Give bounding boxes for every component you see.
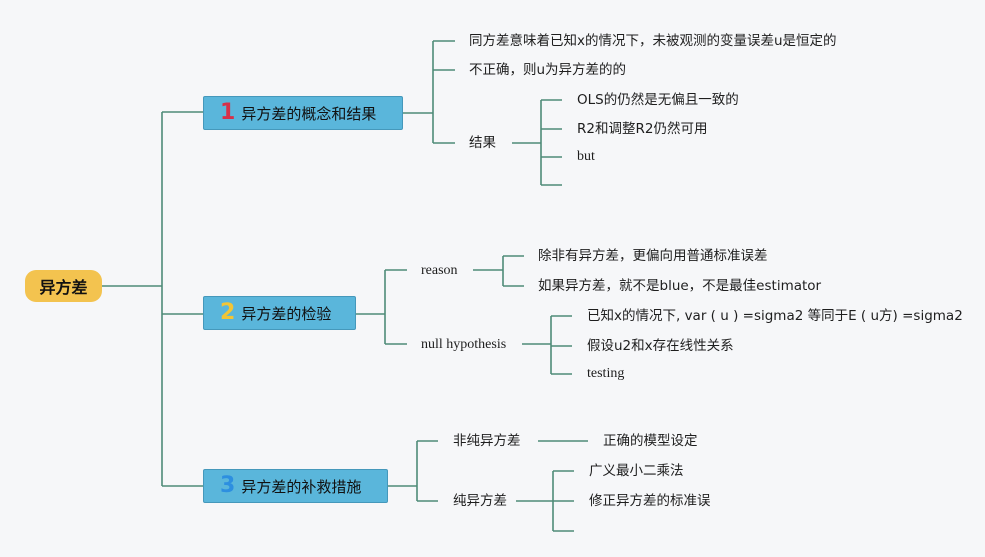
node-null-hypothesis[interactable]: null hypothesis [421,337,507,352]
node-reason[interactable]: reason [421,263,458,278]
topic-node-remedy[interactable]: 3 异方差的补救措施 [203,469,388,503]
node-reason-standard-error[interactable]: 除非有异方差，更偏向用普通标准误差 [538,248,768,264]
node-pure-heteroscedasticity[interactable]: 纯异方差 [453,493,507,509]
root-label: 异方差 [39,278,88,297]
node-impure-heteroscedasticity[interactable]: 非纯异方差 [453,433,521,449]
node-but[interactable]: but [577,149,595,164]
topic-node-test[interactable]: 2 异方差的检验 [203,296,356,330]
node-homoscedasticity-definition[interactable]: 同方差意味着已知x的情况下，未被观测的变量误差u是恒定的 [469,33,837,49]
topic-label: 异方差的补救措施 [241,477,362,496]
topic-node-concept[interactable]: 1 异方差的概念和结果 [203,96,403,130]
node-correct-model-spec[interactable]: 正确的模型设定 [603,433,698,449]
topic-label: 异方差的概念和结果 [241,104,377,123]
node-u2-linear-x[interactable]: 假设u2和x存在线性关系 [587,338,734,354]
node-robust-standard-error[interactable]: 修正异方差的标准误 [589,493,711,509]
node-ols-unbiased[interactable]: OLS的仍然是无偏且一致的 [577,92,739,108]
topic-label: 异方差的检验 [241,304,332,323]
topic-number-1: 1 [220,100,236,125]
node-heteroscedasticity-definition[interactable]: 不正确，则u为异方差的的 [469,62,627,78]
root-node[interactable]: 异方差 [25,270,102,302]
topic-number-3: 3 [220,473,236,498]
node-gls[interactable]: 广义最小二乘法 [589,463,684,479]
node-var-u-sigma2[interactable]: 已知x的情况下, var ( u ) =sigma2 等同于E ( u方) =s… [587,308,963,324]
node-reason-not-blue[interactable]: 如果异方差，就不是blue，不是最佳estimator [538,278,822,294]
node-result[interactable]: 结果 [469,135,496,151]
topic-number-2: 2 [220,300,236,325]
node-testing[interactable]: testing [587,366,625,381]
node-r2-usable[interactable]: R2和调整R2仍然可用 [577,121,708,137]
